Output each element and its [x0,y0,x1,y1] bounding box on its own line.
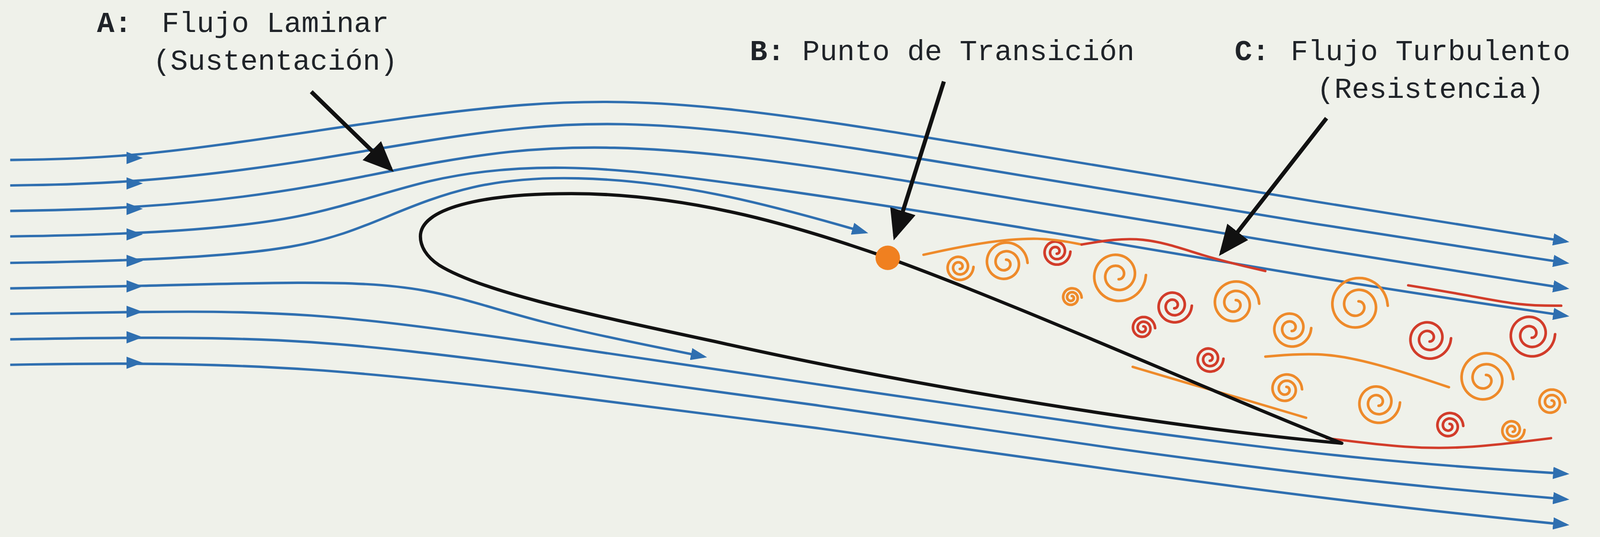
callout-letter: A: [96,5,132,43]
vortex-swirl [1461,353,1514,400]
turbulent-wake [923,238,1566,448]
flow-arrowhead [126,177,143,190]
flow-arrowhead [126,202,143,216]
callout-text: Flujo Turbulento (Resistencia) [1287,33,1574,110]
vortex-swirl [1510,317,1556,357]
callout-letter: C: [1234,33,1270,72]
callout-label: C: Flujo Turbulento (Resistencia) [1234,33,1574,110]
wake-stroke [1081,239,1266,272]
vortex-swirl [1539,389,1566,413]
vortex-swirl [1359,386,1400,424]
vortex-swirl [1437,413,1464,437]
callout-text: Flujo Laminar (Sustentación) [149,5,402,82]
flow-arrowhead [126,356,143,370]
flow-arrowhead [126,151,143,165]
streamline [10,101,1567,242]
flow-arrowhead [126,305,143,319]
wake-stroke [1326,438,1551,448]
vortex-swirl [1094,255,1146,302]
streamline [10,167,1567,316]
flow-arrowhead [126,331,143,344]
callout-label: B: Punto de Transición [749,33,1135,72]
vortex-swirl [986,242,1028,279]
vortex-swirl [1274,313,1312,347]
flow-arrowhead [126,228,143,241]
wake-stroke [923,238,1082,256]
vortex-swirl [1197,348,1224,372]
streamline [10,363,1567,525]
vortex-swirl [1158,292,1193,323]
vortex-swirl [1332,277,1388,328]
leader-line [1221,118,1327,254]
streamline [10,311,1567,475]
callout-letter: B: [749,33,785,72]
vortex-swirl [947,256,974,280]
wake-stroke [1408,285,1561,307]
vortex-swirl [1215,281,1260,322]
transition-point [875,245,900,270]
streamline [10,124,1567,264]
flow-arrowhead [126,255,143,268]
streamlines [10,101,1567,525]
leader-line [895,81,945,237]
vortex-swirl [1063,288,1082,306]
airfoil-outline [420,193,1342,444]
vortex-swirl [1410,322,1451,359]
vortex-swirl [1272,374,1302,402]
flow-arrowhead [126,280,143,293]
leader-arrows [311,81,1327,254]
vortex-swirl [1132,317,1155,337]
vortex-swirl [1044,241,1071,265]
streamline [10,338,1567,500]
callout-label: A: Flujo Laminar (Sustentación) [96,5,402,82]
vortex-swirl [1502,421,1525,442]
wake-stroke [1265,354,1450,388]
leader-line [311,91,392,170]
callout-text: Punto de Transición [802,33,1135,72]
streamline [10,178,865,264]
streamline [10,147,1567,289]
